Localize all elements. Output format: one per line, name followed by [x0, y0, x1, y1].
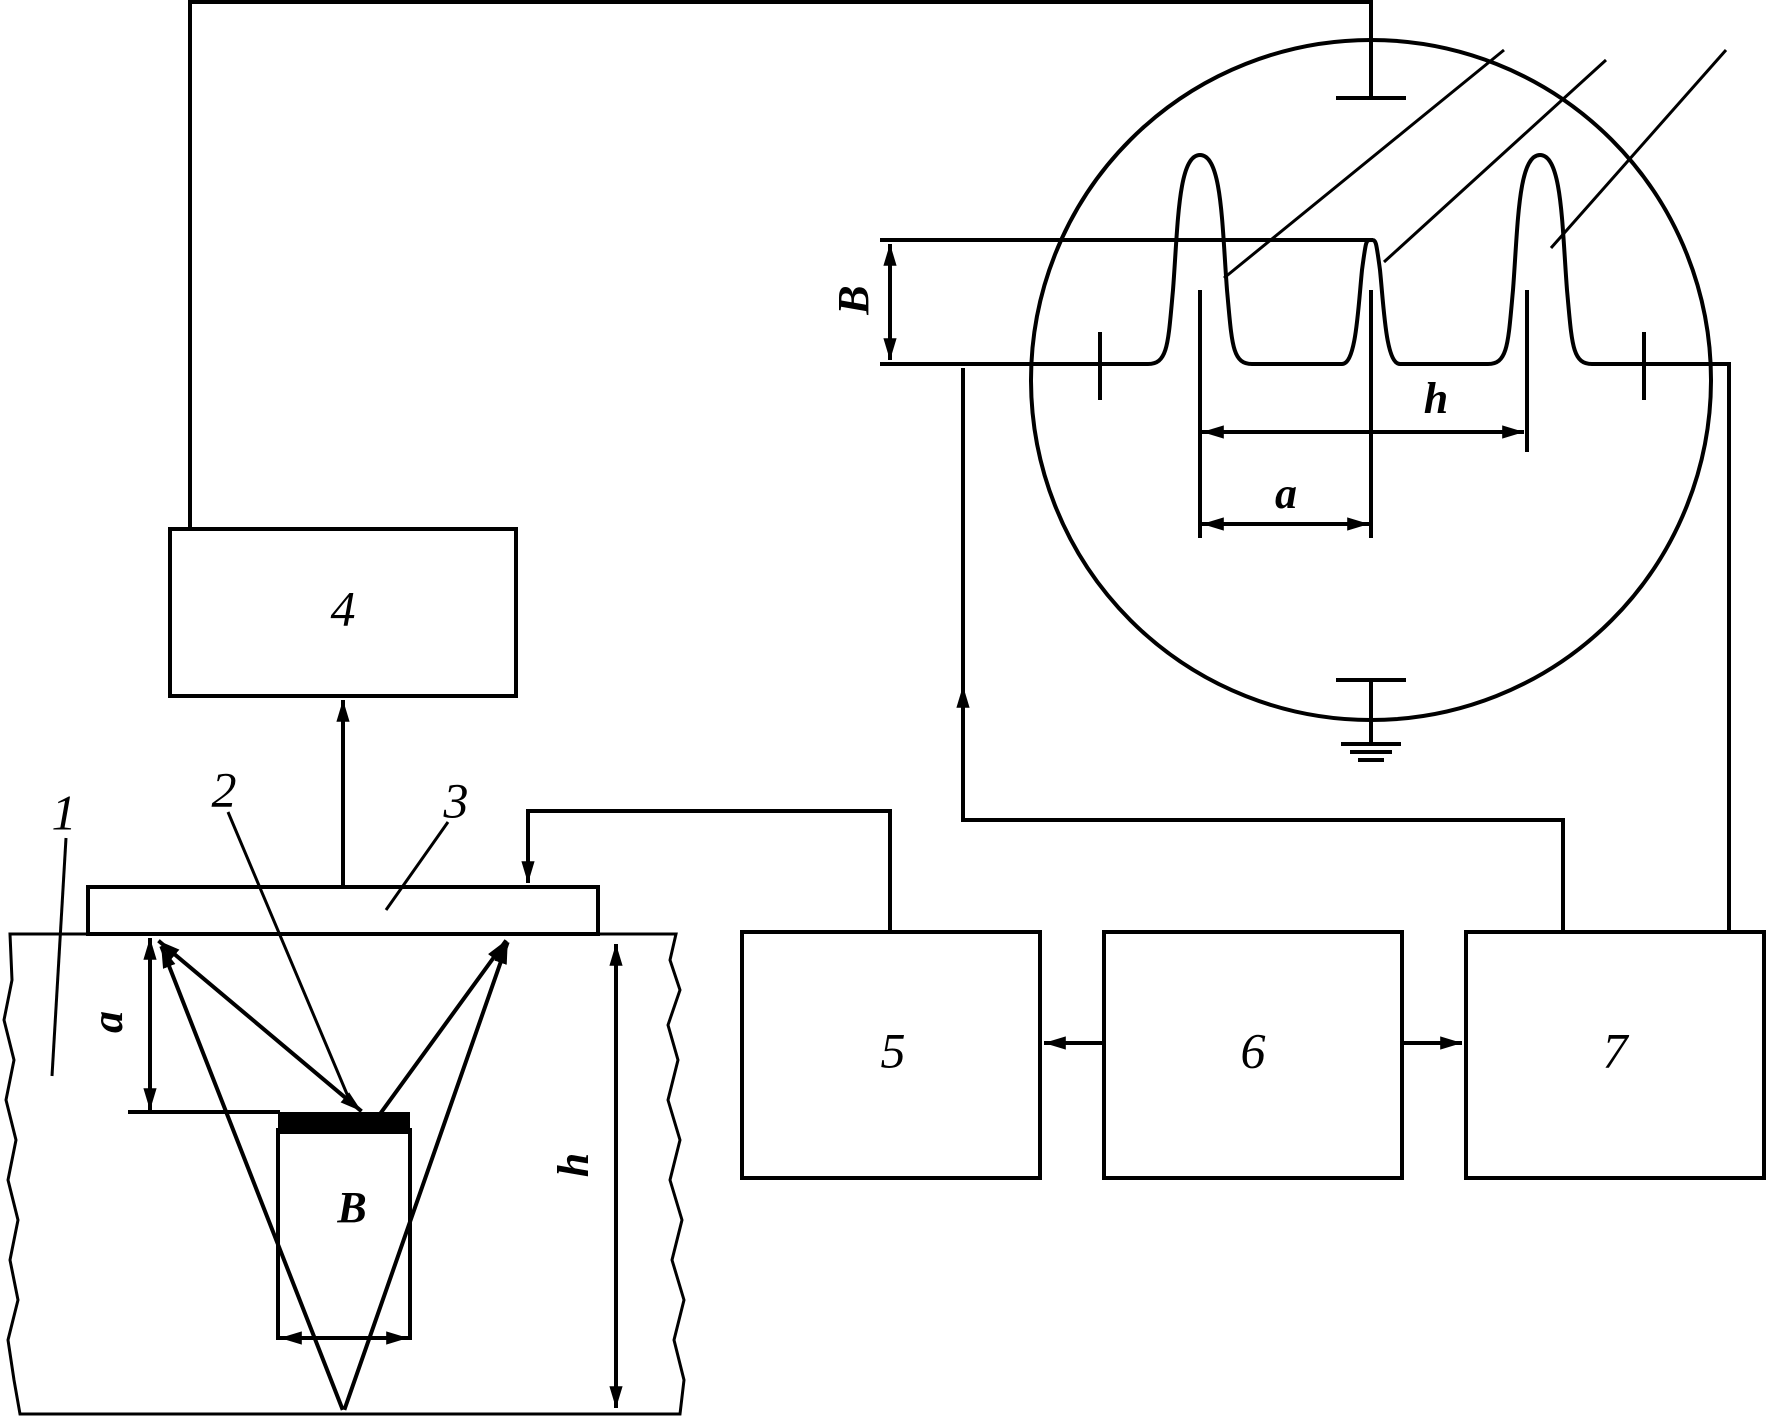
callout-3: 3 [443, 772, 469, 828]
screen-label-a: a [1275, 469, 1297, 518]
block-5-label: 5 [881, 1022, 906, 1078]
ray-back-right [342, 941, 510, 1411]
flaw-top-face [278, 1112, 410, 1134]
screen-dim-B: B [829, 238, 1373, 361]
transducer [86, 885, 600, 936]
callouts: 1 2 3 [50, 761, 469, 1107]
specimen-label-h: h [549, 1153, 598, 1177]
crt-screen: h a [880, 38, 1729, 762]
block-4 [168, 527, 518, 698]
ray-paths [157, 939, 510, 1411]
block-6 [1102, 930, 1404, 1180]
block-5-to-transducer [521, 809, 892, 934]
specimen-body [2, 932, 686, 1416]
block-4-to-crt-plate [188, 0, 1373, 531]
specimen-dim-a: a [83, 937, 280, 1114]
ray-flaw-diagonal [377, 939, 508, 1117]
block-4-label: 4 [331, 580, 356, 636]
ray-to-back-left [159, 945, 345, 1411]
screen-label-B: B [829, 285, 878, 315]
screen-label-h: h [1424, 374, 1448, 423]
ground-icon [1341, 742, 1401, 762]
callout-1: 1 [52, 784, 77, 840]
callout-2: 2 [212, 761, 237, 817]
specimen-label-a: a [83, 1011, 132, 1033]
block-7-label: 7 [1603, 1022, 1630, 1078]
flaw-label-B: B [336, 1183, 366, 1232]
specimen-dim-h: h [548, 943, 623, 1409]
block-5 [740, 930, 1042, 1180]
block-6-label: 6 [1241, 1022, 1266, 1078]
ray-to-flaw [157, 939, 363, 1113]
block-7-to-sweep [961, 690, 1565, 934]
flaw-label: B [322, 1182, 382, 1242]
block-7 [1464, 930, 1766, 1180]
sweep-trace [880, 152, 1729, 366]
